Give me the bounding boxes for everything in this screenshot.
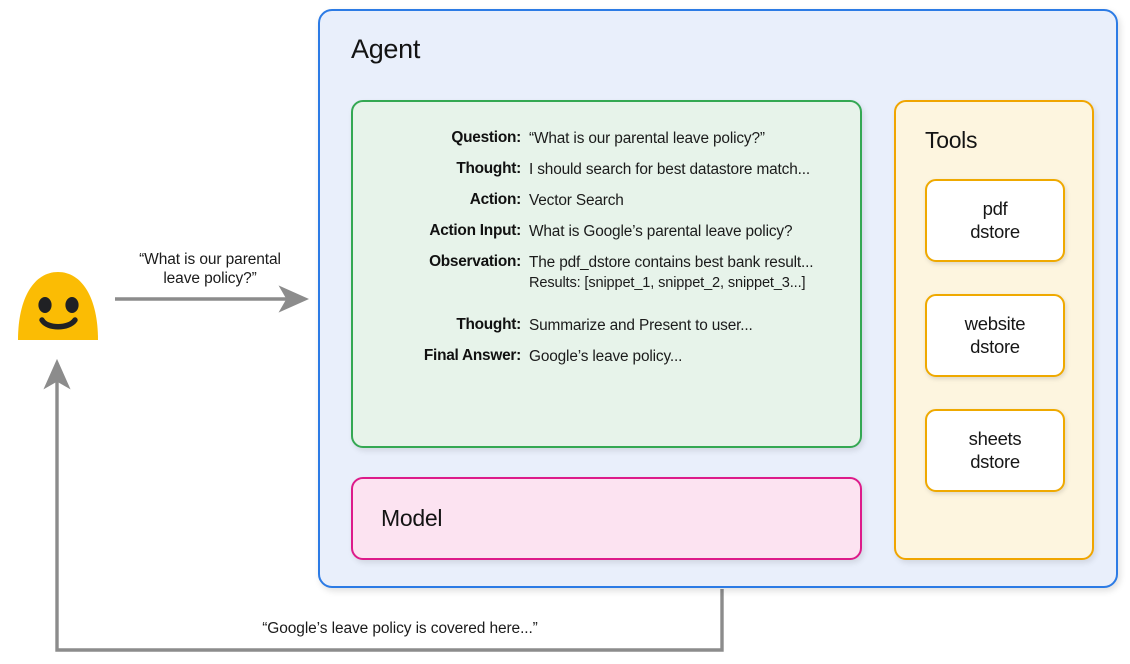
trace-value-thought-1: I should search for best datastore match… [529,161,810,179]
trace-row: Action Input: What is Google’s parental … [353,222,860,242]
trace-row: Observation: The pdf_dstore contains bes… [353,253,860,293]
trace-label-thought-2: Thought: [456,316,521,334]
trace-value-question: “What is our parental leave policy?” [529,130,765,147]
user-question-line-1: “What is our parental [139,251,281,268]
trace-value-thought-2: Summarize and Present to user... [529,317,753,335]
trace-value-observation-line-2: Results: [snippet_1, snippet_2, snippet_… [529,275,806,292]
tool-card-text: website dstore [965,313,1026,357]
trace-row: Thought: I should search for best datast… [353,160,860,180]
tool-card-line-1: sheets [968,428,1022,450]
trace-label-thought-1: Thought: [456,160,521,178]
agent-container: Agent Question: “What is our parental le… [318,9,1118,588]
smiley-face-avatar-icon [18,272,98,340]
user-question-line-2: leave policy?” [163,270,257,288]
tool-card-text: sheets dstore [969,428,1022,472]
tool-card-line-1: website [964,313,1026,335]
reasoning-trace-rows: Question: “What is our parental leave po… [353,129,860,378]
tool-card-line-2: dstore [970,220,1020,242]
trace-row: Thought: Summarize and Present to user..… [353,316,860,336]
model-box: Model [351,477,862,560]
trace-row: Final Answer: Google’s leave policy... [353,347,860,367]
trace-label-final-answer: Final Answer: [423,347,521,365]
tools-panel: Tools pdf dstore website dstore sheets d… [894,100,1094,560]
tool-card-line-2: dstore [970,450,1020,472]
tool-card-text: pdf dstore [970,198,1020,242]
tool-card-line-2: dstore [970,335,1020,357]
trace-label-observation: Observation: [429,253,521,271]
trace-value-final-answer: Google’s leave policy... [529,348,683,366]
reasoning-trace-box: Question: “What is our parental leave po… [351,100,862,448]
model-title: Model [381,505,443,531]
tool-card-sheets-dstore[interactable]: sheets dstore [925,409,1065,492]
trace-value-action-input: What is Google’s parental leave policy? [529,223,793,241]
agent-answer-label: “Google’s leave policy is covered here..… [262,620,538,637]
trace-label-question: Question: [451,129,521,146]
user-question-label: “What is our parental leave policy?” [110,250,310,289]
trace-value-action: Vector Search [529,192,624,210]
tools-title: Tools [925,127,978,153]
trace-row: Question: “What is our parental leave po… [353,129,860,149]
trace-row: Action: Vector Search [353,191,860,211]
trace-label-action: Action: [469,191,522,209]
trace-value-observation: The pdf_dstore contains best bank result… [529,253,860,293]
agent-title: Agent [351,34,421,64]
tool-card-line-1: pdf [982,198,1008,220]
trace-label-action-input: Action Input: [429,222,521,240]
trace-value-observation-line-1: The pdf_dstore contains best bank result… [529,254,814,272]
tool-card-pdf-dstore[interactable]: pdf dstore [925,179,1065,262]
tool-card-website-dstore[interactable]: website dstore [925,294,1065,377]
